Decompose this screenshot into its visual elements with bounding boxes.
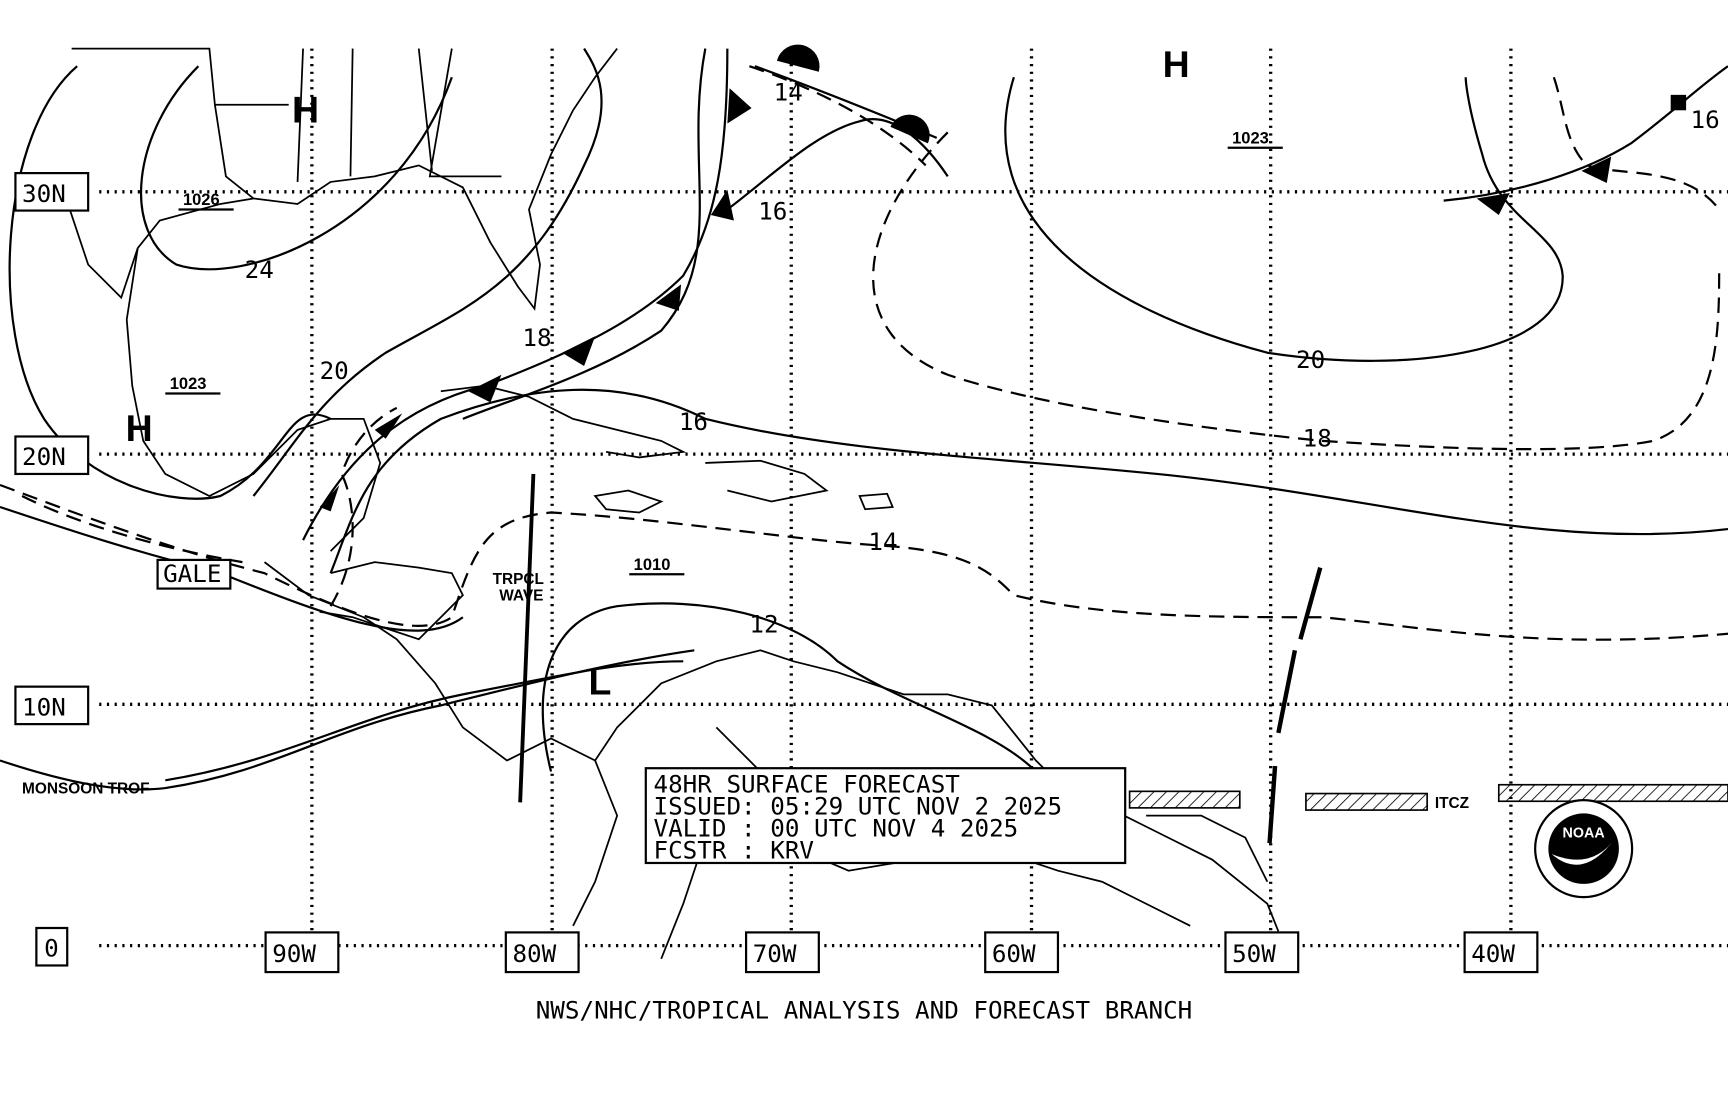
- high-pressure-mexico: H: [126, 407, 153, 449]
- forecaster: FCSTR : KRV: [654, 836, 815, 865]
- latitude-labels: 30N 20N 10N 0: [14, 172, 90, 967]
- longitude-labels: 90W 80W 70W 60W 50W 40W: [264, 931, 1539, 974]
- lon-label: 60W: [992, 939, 1036, 968]
- noaa-logo-text: NOAA: [1563, 826, 1605, 842]
- isobar-label: 14: [868, 527, 897, 556]
- isobars: [0, 47, 1728, 791]
- footer-credit: NWS/NHC/TROPICAL ANALYSIS AND FORECAST B…: [536, 995, 1193, 1024]
- noaa-logo: NOAA: [1534, 799, 1634, 899]
- isobar-label: 14: [774, 77, 803, 106]
- lon-label: 50W: [1232, 939, 1276, 968]
- lat-label: 20N: [22, 442, 66, 471]
- tropical-wave-east: [1267, 567, 1323, 844]
- high-pressure-atlantic: H: [1163, 43, 1190, 85]
- isobar-label: 20: [320, 356, 349, 385]
- isobar-label: 16: [683, 407, 712, 436]
- lon-label: 70W: [753, 939, 797, 968]
- itcz: [1128, 783, 1728, 811]
- lat-label: 0: [44, 934, 59, 963]
- pressure-value: 1010: [634, 555, 671, 574]
- lon-label: 90W: [272, 939, 316, 968]
- gale-label: GALE: [163, 559, 221, 588]
- isobar-label: 16: [1691, 105, 1720, 134]
- lat-label: 30N: [22, 179, 66, 208]
- isobar-label: 18: [1303, 423, 1332, 452]
- forecast-issued: ISSUED: 05:29 UTC NOV 2 2025: [654, 791, 1063, 820]
- high-pressure-gulf: H: [292, 88, 319, 130]
- forecast-valid: VALID : 00 UTC NOV 4 2025: [654, 814, 1019, 843]
- pressure-value: 1023: [1232, 128, 1269, 147]
- isobar-label: 24: [245, 255, 274, 284]
- isobar-labels: 24 20 18 16 14 12 14 16 16 20 18 16: [245, 77, 1720, 638]
- isobar-label: 16: [758, 196, 787, 225]
- isobar-label: 16: [679, 407, 708, 436]
- isobar-label: 12: [749, 610, 778, 639]
- tropical-wave-line: [518, 473, 536, 803]
- lon-label: 40W: [1471, 939, 1515, 968]
- itcz-label: ITCZ: [1435, 795, 1469, 812]
- tropical-wave-label-1: TRPCL: [493, 571, 544, 588]
- monsoon-trough-label: MONSOON TROF: [22, 781, 150, 798]
- isobar-label: 18: [522, 323, 551, 352]
- lat-lon-grid: [99, 48, 1728, 948]
- forecast-title: 48HR SURFACE FORECAST: [654, 769, 961, 798]
- forecast-info-box: 48HR SURFACE FORECAST ISSUED: 05:29 UTC …: [644, 767, 1127, 865]
- pressure-value: 1026: [183, 190, 220, 209]
- lon-label: 80W: [512, 939, 556, 968]
- tropical-wave-label-2: WAVE: [499, 588, 543, 605]
- pressure-centers: 1026 1023 1023 1010: [165, 128, 1283, 576]
- isobar-label: 20: [1296, 345, 1325, 374]
- low-pressure-caribbean: L: [588, 660, 611, 702]
- stationary-front-east: [754, 44, 1728, 215]
- pressure-value: 1023: [170, 374, 207, 393]
- lat-label: 10N: [22, 692, 66, 721]
